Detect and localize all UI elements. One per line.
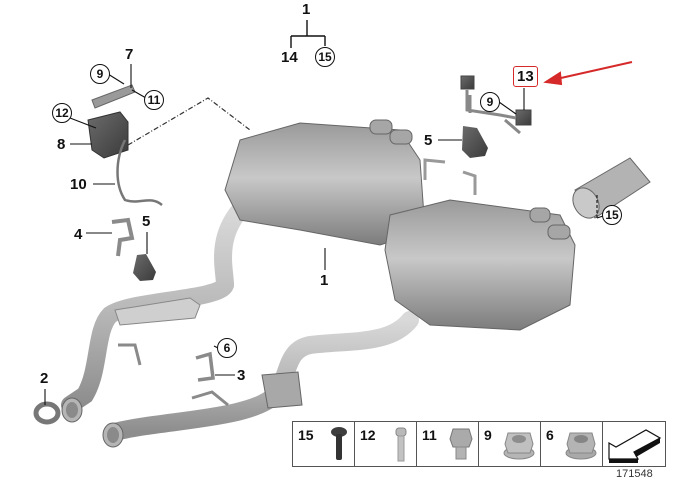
part-label-6-circle: 6: [217, 338, 237, 358]
title-part-label: 1: [302, 1, 311, 18]
part-label-11-circle: 11: [144, 90, 164, 110]
flange-nut-icon: [503, 432, 535, 460]
flange-nut-icon: [565, 432, 597, 460]
legend-num: 15: [298, 427, 314, 443]
legend-num: 6: [546, 427, 554, 443]
hex-bolt-icon: [449, 428, 473, 460]
part-label-3: 3: [237, 367, 246, 384]
part-label-2: 2: [40, 370, 49, 387]
legend-num: 9: [484, 427, 492, 443]
bracket-13: [460, 75, 532, 126]
part-label-1-muffler: 1: [320, 272, 329, 289]
part-label-12-circle: 12: [52, 103, 72, 123]
legend-item-arrow[interactable]: [603, 422, 665, 466]
highlight-arrow: [543, 61, 633, 86]
part-label-14: 14: [281, 49, 298, 66]
part-label-7: 7: [125, 46, 134, 63]
dark-bolt-icon: [331, 427, 347, 460]
part-label-4: 4: [74, 226, 83, 243]
part-label-13-highlighted[interactable]: 13: [513, 66, 538, 87]
legend-item-15[interactable]: 15: [293, 422, 355, 466]
hardware-legend: 15 12 11 9: [292, 421, 666, 467]
part-label-9-right-circle: 9: [480, 92, 500, 112]
legend-num: 11: [422, 427, 437, 443]
legend-item-9[interactable]: 9: [479, 422, 541, 466]
long-bolt-icon: [395, 427, 407, 462]
legend-item-11[interactable]: 11: [417, 422, 479, 466]
part-label-9-circle: 9: [90, 64, 110, 84]
diagram-number: 171548: [616, 468, 653, 480]
part-label-10: 10: [70, 176, 87, 193]
part-label-8: 8: [57, 136, 66, 153]
direction-arrow-icon: [608, 429, 662, 463]
legend-item-12[interactable]: 12: [355, 422, 417, 466]
part-label-15-right-circle: 15: [602, 205, 622, 225]
legend-item-6[interactable]: 6: [541, 422, 603, 466]
part-label-5-left: 5: [142, 213, 151, 230]
title-tree-lines: [290, 20, 326, 48]
part-label-15-circle: 15: [315, 47, 335, 67]
legend-num: 12: [360, 427, 376, 443]
leader-lines: [44, 64, 604, 405]
part-label-5-right: 5: [424, 132, 433, 149]
